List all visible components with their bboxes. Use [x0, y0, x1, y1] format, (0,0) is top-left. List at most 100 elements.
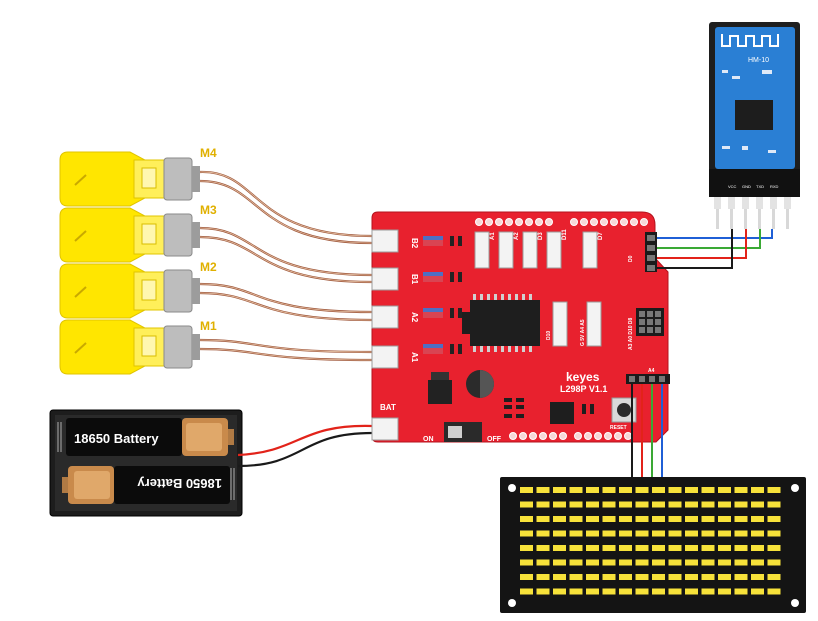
matrix-led: [701, 559, 715, 566]
matrix-led: [619, 559, 632, 566]
matrix-led: [701, 530, 715, 537]
matrix-led: [767, 559, 781, 566]
port-label-bat: BAT: [380, 403, 396, 412]
battery-label-top: 18650 Battery: [74, 431, 159, 446]
matrix-led: [569, 574, 583, 580]
model-label: L298P V1.1: [560, 384, 607, 394]
matrix-led: [586, 588, 599, 595]
matrix-led: [652, 516, 665, 522]
matrix-led: [718, 487, 731, 493]
side-label-4: G 5V A4 A5: [580, 319, 586, 346]
matrix-led: [734, 530, 748, 537]
matrix-led: [586, 487, 599, 493]
matrix-led: [586, 516, 599, 522]
matrix-led: [553, 487, 566, 493]
matrix-led: [734, 516, 748, 522]
matrix-led: [718, 530, 731, 537]
battery-cell-top: 18650 Battery: [66, 418, 234, 456]
matrix-led: [586, 501, 599, 508]
matrix-led: [751, 545, 764, 551]
matrix-led: [569, 501, 583, 508]
matrix-led: [751, 501, 764, 508]
brand-label: keyes: [566, 370, 600, 384]
matrix-led: [635, 545, 649, 551]
side-label-5: A3 A0 D10 D8: [628, 317, 634, 350]
motor-m4: M4: [59, 146, 217, 207]
motor-wire-m1-b: [199, 347, 373, 362]
bt-wire-red: [657, 229, 747, 259]
matrix-led: [553, 530, 566, 537]
matrix-led: [536, 588, 550, 595]
motor-label-m1: M1: [200, 319, 217, 333]
matrix-led: [668, 545, 682, 551]
matrix-led: [685, 516, 698, 522]
matrix-led: [635, 487, 649, 493]
matrix-led: [635, 574, 649, 580]
bt-wire-green: [657, 229, 761, 249]
matrix-led: [701, 501, 715, 508]
matrix-led: [602, 588, 616, 595]
i2c-header: [626, 374, 670, 384]
matrix-led: [536, 545, 550, 551]
matrix-led: [685, 487, 698, 493]
matrix-led: [685, 501, 698, 508]
matrix-led: [668, 487, 682, 493]
bluetooth-model: HM-10: [748, 57, 769, 64]
matrix-led: [751, 588, 764, 595]
motor-label-m2: M2: [200, 260, 217, 274]
bt-pin-txd: TXD: [756, 184, 764, 189]
matrix-led: [767, 588, 781, 595]
matrix-led: [751, 487, 764, 493]
matrix-led: [701, 516, 715, 522]
matrix-led: [718, 545, 731, 551]
matrix-led: [652, 530, 665, 537]
header-label-5: D7: [598, 232, 604, 240]
motor-m3: M3: [59, 203, 217, 263]
small-components: [504, 398, 594, 424]
matrix-led: [718, 574, 731, 580]
matrix-led: [718, 559, 731, 566]
matrix-led: [569, 588, 583, 595]
matrix-led: [569, 487, 583, 493]
header-label-1: A1: [490, 232, 496, 240]
port-label-a1: A1: [410, 352, 419, 363]
matrix-led: [635, 530, 649, 537]
matrix-led: [751, 574, 764, 580]
matrix-led: [767, 545, 781, 551]
power-switch[interactable]: [444, 422, 482, 442]
led-matrix: [500, 477, 806, 613]
voltage-regulator: [428, 370, 494, 404]
header-label-4: D11: [562, 229, 568, 240]
battery-cell-bottom: 18650 Battery: [62, 466, 230, 504]
matrix-led: [602, 545, 616, 551]
matrix-led: [553, 588, 566, 595]
matrix-led: [520, 559, 533, 566]
port-label-b1: B1: [410, 274, 419, 285]
matrix-led: [734, 545, 748, 551]
matrix-led: [652, 588, 665, 595]
matrix-led: [569, 516, 583, 522]
matrix-led: [652, 545, 665, 551]
matrix-led: [767, 530, 781, 537]
matrix-led: [734, 487, 748, 493]
matrix-led: [668, 574, 682, 580]
matrix-led: [635, 588, 649, 595]
bt-header-label: D0: [628, 255, 634, 262]
matrix-led: [767, 501, 781, 508]
battery-wire-black: [237, 431, 373, 468]
bt-pin-vcc: VCC: [728, 184, 737, 189]
motors: M4 M3 M2 M1: [59, 146, 217, 375]
matrix-led: [734, 559, 748, 566]
motor-wire-m4-b: [199, 179, 373, 245]
matrix-led: [751, 559, 764, 566]
matrix-led: [553, 545, 566, 551]
matrix-led: [685, 545, 698, 551]
matrix-led: [685, 559, 698, 566]
matrix-led: [734, 588, 748, 595]
matrix-led: [586, 530, 599, 537]
indicator-components: [423, 236, 462, 354]
matrix-led: [520, 530, 533, 537]
matrix-led: [619, 530, 632, 537]
